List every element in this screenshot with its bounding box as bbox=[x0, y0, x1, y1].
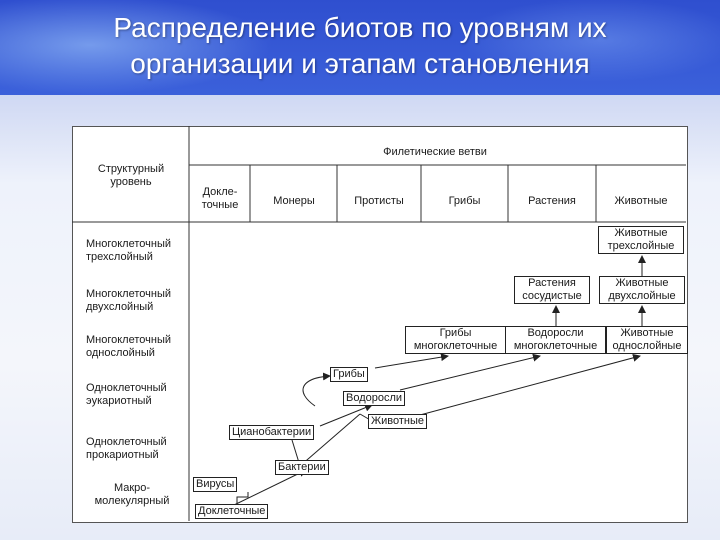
node-algae-multicellular-line1: Водоросли bbox=[527, 327, 584, 339]
slide-title: Распределение биотов по уровням их орган… bbox=[20, 10, 700, 82]
row-macromolecular-line2: молекулярный bbox=[94, 495, 170, 507]
line-precell-bacteria bbox=[229, 469, 307, 508]
node-fungi-multicellular: Грибы многоклеточные bbox=[405, 326, 506, 354]
node-algae-multicellular: Водоросли многоклеточные bbox=[505, 326, 606, 354]
row-multi-triple-line2: трехслойный bbox=[86, 251, 153, 263]
diagram-panel bbox=[72, 126, 688, 523]
column-fungi: Грибы bbox=[448, 195, 481, 207]
node-animals-double-line1: Животные bbox=[615, 277, 669, 289]
slide-title-line1: Распределение биотов по уровням их bbox=[113, 12, 607, 43]
node-plants-vascular-line1: Растения bbox=[528, 277, 576, 289]
column-precellular: Докле- точные bbox=[191, 186, 249, 212]
line-animals-single bbox=[419, 353, 641, 416]
row-multi-double-line1: Многоклеточный bbox=[86, 288, 171, 300]
node-viruses: Вирусы bbox=[193, 477, 238, 492]
node-animals-single-line2: однослойные bbox=[612, 340, 682, 352]
structural-level-heading: Структурный уровень bbox=[78, 163, 184, 189]
line-cyano-algae bbox=[319, 403, 373, 427]
branches-title: Филетические ветви bbox=[383, 146, 487, 158]
node-bacteria: Бактерии bbox=[275, 460, 329, 475]
node-animals-double: Животные двухслойные bbox=[599, 276, 685, 304]
node-plants-vascular-line2: сосудистые bbox=[522, 290, 582, 302]
row-uni-prokaryotic-line1: Одноклеточный bbox=[86, 436, 167, 448]
slide-title-line2: организации и этапам становления bbox=[130, 48, 590, 79]
structural-level-line2: уровень bbox=[110, 176, 152, 188]
node-animals-triple: Животные трехслойные bbox=[598, 226, 684, 254]
node-animals-single-line1: Животные bbox=[620, 327, 674, 339]
row-uni-eukaryotic-line2: эукариотный bbox=[86, 395, 152, 407]
node-precellular: Доклеточные bbox=[195, 504, 269, 519]
line-loop-fungi bbox=[302, 372, 331, 407]
node-fungi: Грибы bbox=[330, 367, 368, 382]
structural-level-line1: Структурный bbox=[97, 163, 165, 175]
node-animals-single: Животные однослойные bbox=[606, 326, 688, 354]
row-multi-triple-line1: Многоклеточный bbox=[86, 238, 171, 250]
row-multi-single-line1: Многоклеточный bbox=[86, 334, 171, 346]
node-fungi-multicellular-line1: Грибы bbox=[439, 327, 472, 339]
node-algae-multicellular-line2: многоклеточные bbox=[513, 340, 598, 352]
row-multi-single: Многоклеточный однослойный bbox=[86, 334, 171, 360]
row-multi-double: Многоклеточный двухслойный bbox=[86, 288, 171, 314]
node-fungi-multicellular-line2: многоклеточные bbox=[413, 340, 498, 352]
row-uni-prokaryotic-line2: прокариотный bbox=[86, 449, 159, 461]
row-uni-eukaryotic-line1: Одноклеточный bbox=[86, 382, 167, 394]
node-cyanobacteria: Цианобактерии bbox=[229, 425, 315, 440]
node-animals-triple-line1: Животные bbox=[614, 227, 668, 239]
node-animals: Животные bbox=[368, 414, 428, 429]
row-multi-double-line2: двухслойный bbox=[86, 301, 154, 313]
row-macromolecular-line1: Макро- bbox=[113, 482, 151, 494]
column-monera: Монеры bbox=[273, 195, 315, 207]
node-plants-vascular: Растения сосудистые bbox=[514, 276, 590, 304]
column-plants: Растения bbox=[528, 195, 576, 207]
column-animals: Животные bbox=[614, 195, 668, 207]
column-protists: Протисты bbox=[354, 195, 404, 207]
node-algae: Водоросли bbox=[343, 391, 406, 406]
line-fungi-fungimulti bbox=[374, 353, 449, 369]
line-algae-algaemulti bbox=[399, 353, 541, 391]
node-animals-double-line2: двухслойные bbox=[608, 290, 676, 302]
column-precellular-line1: Докле- bbox=[202, 186, 238, 198]
column-precellular-line2: точные bbox=[201, 199, 239, 211]
node-animals-triple-line2: трехслойные bbox=[607, 240, 675, 252]
row-uni-prokaryotic: Одноклеточный прокариотный bbox=[86, 436, 167, 462]
row-multi-triple: Многоклеточный трехслойный bbox=[86, 238, 171, 264]
row-macromolecular: Макро- молекулярный bbox=[80, 482, 184, 508]
line-bacteria-animals bbox=[299, 413, 361, 467]
row-uni-eukaryotic: Одноклеточный эукариотный bbox=[86, 382, 167, 408]
row-multi-single-line2: однослойный bbox=[86, 347, 155, 359]
